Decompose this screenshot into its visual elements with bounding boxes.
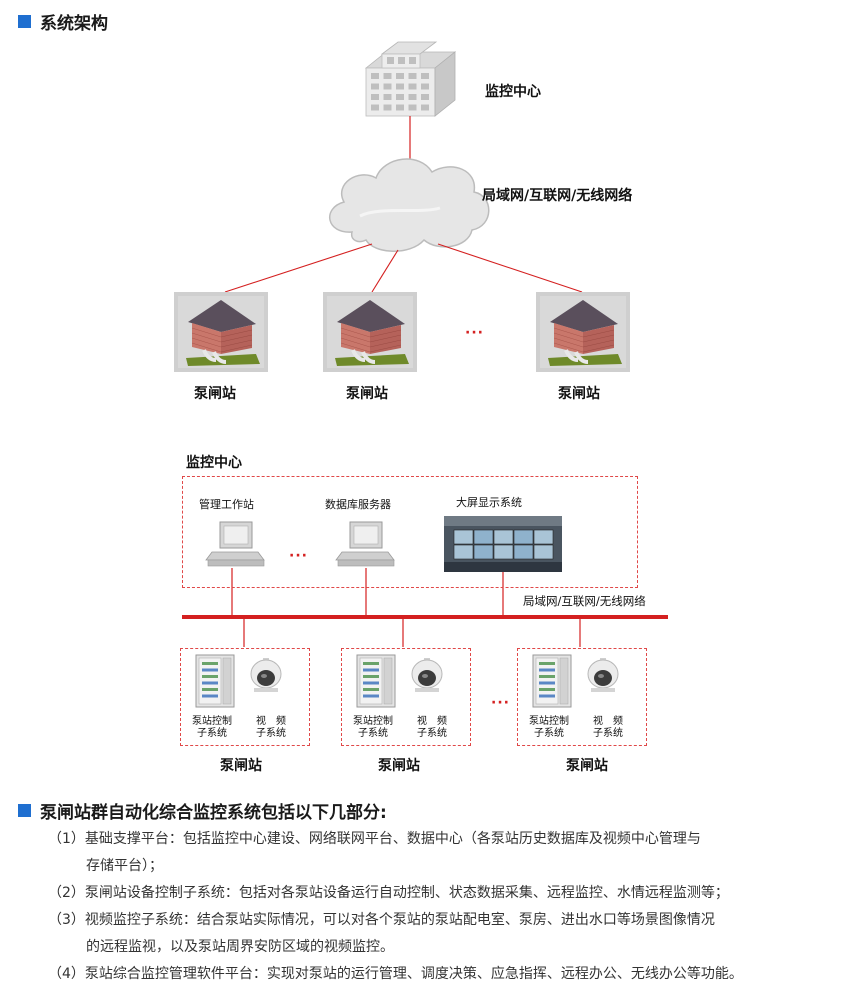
lower-station-label-1: 泵闸站 [220,758,262,774]
station-box-3 [517,648,647,746]
monitoring-center-box [182,476,638,588]
dome-camera-icon [587,658,619,692]
office-building-icon [364,41,457,117]
section-title: 系统架构 [40,14,108,34]
network-label: 局域网/互联网/无线网络 [482,188,633,204]
station-label-3: 泵闸站 [558,386,600,402]
control-cabinet-icon [356,654,396,708]
section-header-architecture: 系统架构 [18,9,108,34]
dome-camera-icon [250,658,282,692]
ellipsis-upper: ··· [465,325,484,341]
video-wall-display-icon [444,516,562,572]
lower-network-label: 局域网/互联网/无线网络 [523,594,646,608]
station-box-1 [180,648,310,746]
list-item: （4）泵站综合监控管理软件平台：实现对泵站的运行管理、调度决策、应急指挥、远程办… [48,966,743,982]
video-subsystem-label-2: 视 频子系统 [417,716,447,739]
list-item: （1）基础支撑平台：包括监控中心建设、网络联网平台、数据中心（各泵站历史数据库及… [48,831,701,874]
section-square-icon [18,15,31,28]
section-square-icon [18,804,31,817]
control-subsystem-label-2: 泵站控制子系统 [353,716,393,739]
workstation-label: 管理工作站 [199,498,254,511]
control-subsystem-label-3: 泵站控制子系统 [529,716,569,739]
display-system-label: 大屏显示系统 [456,496,522,509]
pump-station-house-icon [323,292,417,372]
ellipsis-center: ··· [289,548,308,564]
lower-station-label-3: 泵闸站 [566,758,608,774]
workstation-computer-icon [205,521,265,567]
network-cloud-icon [328,158,490,252]
ellipsis-lower: ··· [491,695,510,711]
database-server-label: 数据库服务器 [325,498,391,511]
component-list: （1）基础支撑平台：包括监控中心建设、网络联网平台、数据中心（各泵站历史数据库及… [48,826,838,988]
section-header-components: 泵闸站群自动化综合监控系统包括以下几部分: [18,798,387,823]
list-item: （3）视频监控子系统：结合泵站实际情况，可以对各个泵站的泵站配电室、泵房、进出水… [48,912,715,955]
pump-station-house-icon [536,292,630,372]
video-subsystem-label-1: 视 频子系统 [256,716,286,739]
monitoring-center-label: 监控中心 [485,84,541,100]
list-item: （2）泵闸站设备控制子系统：包括对各泵站设备运行自动控制、状态数据采集、远程监控… [48,885,729,901]
section-title: 泵闸站群自动化综合监控系统包括以下几部分: [40,803,387,823]
lower-station-label-2: 泵闸站 [378,758,420,774]
control-cabinet-icon [532,654,572,708]
pump-station-house-icon [174,292,268,372]
control-subsystem-label-1: 泵站控制子系统 [192,716,232,739]
station-label-2: 泵闸站 [346,386,388,402]
station-label-1: 泵闸站 [194,386,236,402]
lower-monitoring-center-title: 监控中心 [186,455,242,471]
control-cabinet-icon [195,654,235,708]
dome-camera-icon [411,658,443,692]
video-subsystem-label-3: 视 频子系统 [593,716,623,739]
database-server-icon [335,521,395,567]
station-box-2 [341,648,471,746]
